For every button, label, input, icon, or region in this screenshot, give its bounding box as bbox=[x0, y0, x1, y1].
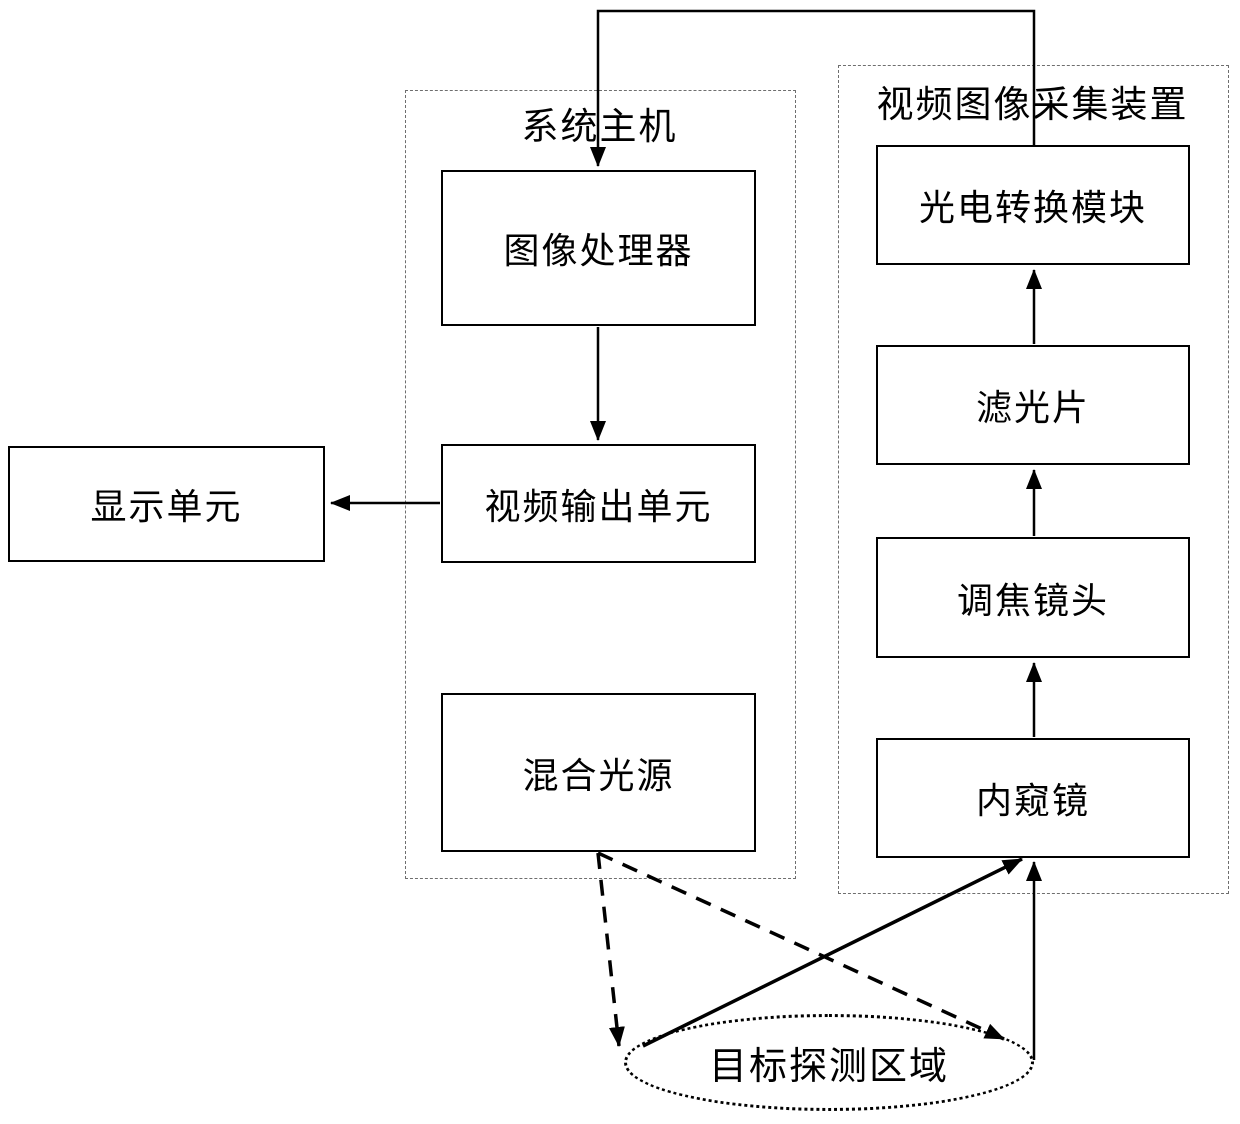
arrow-target-to-endoscope-diagonal bbox=[642, 857, 1023, 1048]
target-area-ellipse: 目标探测区域 bbox=[624, 1014, 1034, 1111]
node-image-processor: 图像处理器 bbox=[441, 170, 756, 326]
target-area-label: 目标探测区域 bbox=[708, 1046, 949, 1088]
node-label-image-processor: 图像处理器 bbox=[503, 231, 694, 271]
arrow-capture-to-processor bbox=[590, 9, 1036, 167]
dashed-arrow-light-to-target-right bbox=[597, 851, 1005, 1041]
node-endoscope: 内窥镜 bbox=[876, 738, 1190, 858]
node-label-mixed-light-source: 混合光源 bbox=[522, 755, 675, 796]
node-label-filter: 滤光片 bbox=[975, 388, 1090, 428]
node-filter: 滤光片 bbox=[876, 345, 1190, 465]
node-label-photoelectric-module: 光电转换模块 bbox=[918, 188, 1147, 228]
group-box-system-host bbox=[405, 90, 796, 879]
node-focus-lens: 调焦镜头 bbox=[876, 537, 1190, 658]
node-display-unit: 显示单元 bbox=[8, 446, 325, 562]
node-label-endoscope: 内窥镜 bbox=[975, 781, 1090, 821]
node-photoelectric-module: 光电转换模块 bbox=[876, 145, 1190, 265]
node-label-display-unit: 显示单元 bbox=[90, 487, 243, 527]
node-label-video-output: 视频输出单元 bbox=[484, 486, 713, 527]
node-label-focus-lens: 调焦镜头 bbox=[956, 580, 1109, 621]
node-mixed-light-source: 混合光源 bbox=[441, 693, 756, 852]
node-video-output: 视频输出单元 bbox=[441, 444, 756, 563]
dashed-arrow-light-to-target-left bbox=[596, 852, 625, 1047]
